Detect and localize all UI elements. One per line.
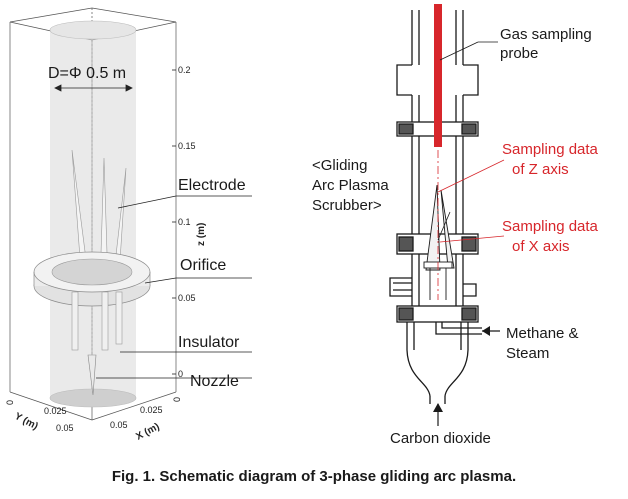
z-tick-2: 0.1: [178, 217, 191, 227]
x-tick-1: 0.025: [140, 405, 163, 415]
y-tick-2: 0.05: [56, 423, 74, 433]
sampling-probe: [434, 4, 442, 147]
nozzle-label: Nozzle: [190, 373, 239, 390]
scrubber-label-line3: Scrubber>: [312, 197, 382, 214]
insulator-rods: [71, 291, 123, 351]
orifice-ring: [33, 251, 151, 307]
probe-label-line2: probe: [500, 45, 538, 62]
probe-label-line1: Gas sampling: [500, 26, 592, 43]
z-sampling-label-line2: of Z axis: [512, 161, 569, 178]
z-tick-1: 0.15: [178, 141, 196, 151]
co2-label: Carbon dioxide: [390, 430, 491, 447]
model-3d: 0.2 0.15 0.1 0.05 0 z (m) 0 0.025 0.05 Y…: [5, 7, 252, 443]
co2-arrow: [433, 403, 443, 426]
methane-label-line1: Methane &: [506, 325, 579, 342]
electrode-label: Electrode: [178, 177, 246, 194]
reactor-schematic: [389, 10, 482, 404]
x-sampling-label-line2: of X axis: [512, 238, 570, 255]
methane-label-line2: Steam: [506, 345, 549, 362]
methane-arrow: [482, 326, 500, 336]
nozzle-shape: [87, 354, 97, 396]
z-tick-3: 0.05: [178, 293, 196, 303]
x-tick-2: 0.05: [110, 420, 128, 430]
scrubber-label-line1: <Gliding: [312, 157, 367, 174]
figure-caption: Fig. 1. Schematic diagram of 3-phase gli…: [111, 468, 517, 485]
insulator-label: Insulator: [178, 334, 240, 351]
z-axis: 0.2 0.15 0.1 0.05 0 z (m): [172, 65, 207, 379]
orifice-label: Orifice: [180, 257, 226, 274]
scrubber-label-line2: Arc Plasma: [312, 177, 389, 194]
y-tick-1: 0.025: [44, 406, 67, 416]
y-axis-title: Y (m): [13, 411, 40, 432]
diameter-label: D=Φ 0.5 m: [48, 65, 126, 82]
x-sampling-label-line1: Sampling data: [502, 218, 599, 235]
y-axis: 0 0.025 0.05 Y (m): [5, 400, 74, 433]
z-axis-title: z (m): [196, 223, 207, 246]
y-tick-0: 0: [5, 400, 15, 405]
x-axis-title: X (m): [134, 421, 161, 442]
z-tick-0: 0.2: [178, 65, 191, 75]
x-tick-0: 0: [172, 397, 182, 402]
z-sampling-label-line1: Sampling data: [502, 141, 599, 158]
z-tick-4: 0: [178, 369, 183, 379]
